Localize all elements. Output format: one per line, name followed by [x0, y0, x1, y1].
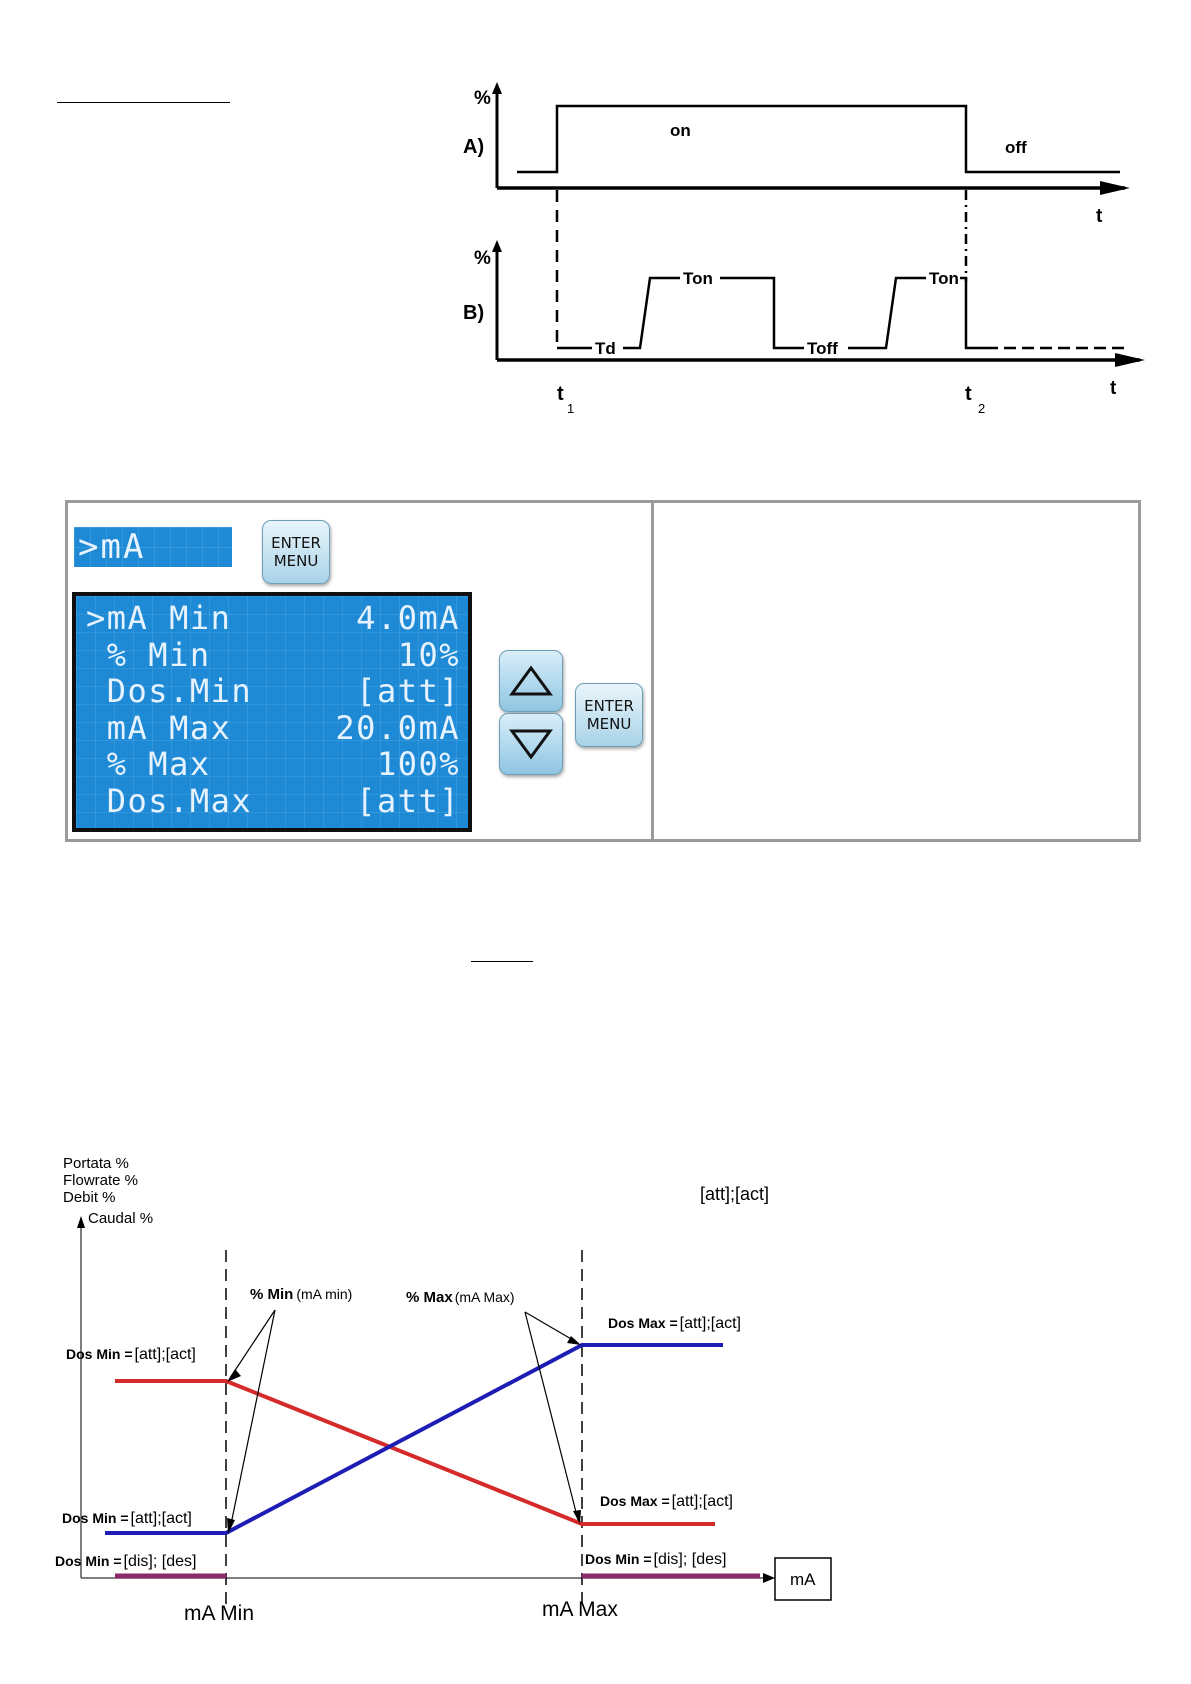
b-x-label: t — [1110, 378, 1117, 399]
enter-label: ENTER — [271, 534, 321, 552]
x-label-ma-min: mA Min — [184, 1602, 254, 1625]
dos-min-dis-left-label: Dos Min =[dis]; [des] — [55, 1553, 196, 1570]
enter-label: ENTER — [584, 697, 634, 715]
pct-min-label: % Min(mA min) — [250, 1286, 352, 1303]
b-y-arrow — [492, 240, 502, 252]
menu-label: MENU — [273, 552, 319, 570]
up-arrow-button[interactable] — [499, 650, 563, 712]
t1-subscript: 1 — [567, 401, 574, 416]
heading-underline — [57, 102, 230, 103]
a-y-arrow — [492, 82, 502, 94]
td-label: Td — [595, 339, 616, 358]
a-x-arrow — [1100, 181, 1130, 195]
t1-label: t — [557, 383, 564, 405]
ton1-label: Ton — [683, 269, 713, 288]
b-row-label: B) — [463, 302, 484, 324]
b-signal-pulses — [623, 276, 680, 350]
y-label-caudal: Caudal % — [88, 1210, 153, 1227]
toff-label: Toff — [807, 339, 838, 358]
t2-label: t — [965, 383, 972, 405]
a-y-label: % — [474, 88, 491, 109]
y-label-portata: Portata % — [63, 1155, 129, 1172]
t2-subscript: 2 — [978, 401, 985, 416]
x-unit-label: mA — [790, 1570, 816, 1589]
triangle-down-icon — [509, 729, 553, 760]
b-y-label: % — [474, 248, 491, 269]
menu-lcd: >mA — [74, 527, 232, 567]
blue-curve — [105, 1343, 723, 1535]
a-signal — [517, 104, 1120, 174]
b-x-arrow — [1115, 353, 1145, 367]
panel-divider — [651, 500, 654, 842]
a-x-label: t — [1096, 206, 1103, 227]
timing-diagram: % A) on off t % B) Td Ton Toff Ton t t 1… — [463, 82, 1145, 416]
menu-label: MENU — [586, 715, 632, 733]
a-row-label: A) — [463, 136, 484, 158]
x-unit-box — [774, 1557, 832, 1601]
a-off-label: off — [1005, 138, 1027, 157]
y-label-flowrate: Flowrate % — [63, 1172, 138, 1189]
dos-min-high-label: Dos Min =[att];[act] — [66, 1346, 196, 1363]
triangle-up-icon — [509, 665, 553, 696]
lcd-row-dos-min: Dos.Min[att] — [86, 672, 460, 710]
dos-max-low-label: Dos Max =[att];[act] — [600, 1493, 733, 1510]
enter-menu-button-top[interactable]: ENTER MENU — [262, 520, 330, 584]
a-on-label: on — [670, 121, 691, 140]
ton2-label: Ton — [929, 269, 959, 288]
enter-menu-button[interactable]: ENTER MENU — [575, 683, 643, 747]
dos-max-high-label: Dos Max =[att];[act] — [608, 1315, 741, 1332]
dosing-chart: Portata % Flowrate % Debit % Caudal % [a… — [55, 1155, 832, 1625]
x-label-ma-max: mA Max — [542, 1598, 618, 1621]
section-underline — [471, 961, 533, 962]
top-note: [att];[act] — [700, 1184, 769, 1204]
red-curve — [115, 1379, 715, 1526]
dos-min-dis-right-label: Dos Min =[dis]; [des] — [585, 1551, 726, 1568]
down-arrow-button[interactable] — [499, 713, 563, 775]
y-label-debit: Debit % — [63, 1189, 116, 1206]
pct-max-label: % Max(mA Max) — [406, 1289, 515, 1306]
x-axis-arrow — [763, 1573, 775, 1583]
dos-min-low-label: Dos Min =[att];[act] — [62, 1510, 192, 1527]
lcd-row-dos-max: Dos.Max[att] — [86, 781, 460, 820]
y-axis-arrow — [77, 1216, 85, 1228]
